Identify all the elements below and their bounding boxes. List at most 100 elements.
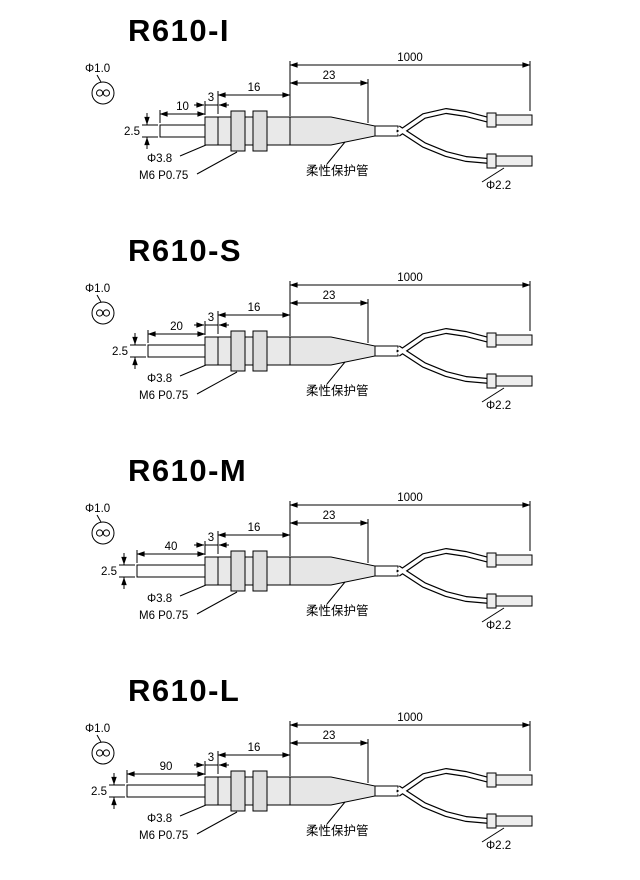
fiber-sensor-drawing: Φ1.0 1000 23 16 3	[85, 52, 533, 192]
leader-line	[179, 584, 207, 597]
fiber-core-diameter-label: Φ1.0	[85, 723, 110, 735]
cable-sheath	[374, 345, 399, 357]
dimension-label-1000: 1000	[397, 712, 423, 724]
fiber-core-right-circle	[102, 309, 111, 317]
fiber-core-left-circle	[96, 89, 104, 97]
flexible-protection-tube	[289, 336, 376, 366]
leader-line	[326, 141, 346, 165]
threaded-sensor-body	[204, 776, 291, 806]
dimension-label-16: 16	[248, 302, 261, 314]
lower-fiber-cable	[396, 125, 490, 164]
hex-nut	[230, 330, 246, 372]
fiber-core-right-circle	[102, 89, 111, 97]
thread-spec-label: M6 P0.75	[139, 610, 188, 622]
upper-ferrule-crimp	[486, 552, 497, 568]
variant-block: R610-S Φ1.0 1000 23	[0, 220, 640, 440]
sensor-tip-rod	[147, 344, 206, 358]
leader-line	[96, 514, 102, 523]
leader-line	[481, 387, 505, 403]
dimension-label-23: 23	[323, 290, 336, 302]
flexible-tube-label: 柔性保护管	[306, 823, 369, 838]
model-title: R610-S	[128, 233, 243, 268]
leader-line	[96, 294, 102, 303]
sensor-tip-rod	[126, 784, 206, 798]
lower-ferrule-crimp	[486, 593, 497, 609]
dimension-label-tip-length: 40	[165, 541, 178, 553]
dimension-label-tip-length: 20	[170, 321, 183, 333]
flexible-tube-label: 柔性保护管	[306, 603, 369, 618]
lower-fiber-cable	[396, 785, 490, 824]
lower-ferrule	[495, 375, 533, 387]
body-diameter-label: Φ3.8	[147, 153, 172, 165]
hex-nut	[230, 550, 246, 592]
fiber-sensor-drawing: Φ1.0 1000 23 16 3	[85, 272, 533, 412]
lower-fiber-cable	[396, 345, 490, 384]
cable-sheath	[374, 785, 399, 797]
leader-line	[179, 144, 207, 157]
upper-ferrule-crimp	[486, 772, 497, 788]
thread-spec-label: M6 P0.75	[139, 170, 188, 182]
cable-sheath	[374, 565, 399, 577]
sensor-tip-rod	[159, 124, 206, 138]
hex-nut	[252, 330, 268, 372]
lower-ferrule	[495, 595, 533, 607]
upper-ferrule	[495, 774, 533, 786]
body-diameter-label: Φ3.8	[147, 373, 172, 385]
cable-diameter-label: Φ2.2	[486, 620, 511, 632]
flexible-protection-tube	[289, 556, 376, 586]
fiber-core-left-circle	[96, 529, 104, 537]
dimension-label-23: 23	[323, 70, 336, 82]
flexible-tube-label: 柔性保护管	[306, 163, 369, 178]
lower-fiber-cable-core	[397, 346, 490, 383]
fiber-core-right-circle	[102, 749, 111, 757]
model-title: R610-M	[128, 453, 248, 488]
thread-spec-label: M6 P0.75	[139, 830, 188, 842]
variant-block: R610-M Φ1.0 1000 23	[0, 440, 640, 660]
dimension-label-3: 3	[208, 312, 214, 324]
upper-fiber-cable-core	[396, 109, 490, 136]
dimension-label-2-5: 2.5	[124, 126, 140, 138]
dimension-label-16: 16	[248, 742, 261, 754]
model-title: R610-L	[128, 673, 241, 708]
dimension-label-tip-length: 90	[160, 761, 173, 773]
leader-line	[196, 151, 238, 175]
fiber-core-left-circle	[96, 749, 104, 757]
cable-diameter-label: Φ2.2	[486, 400, 511, 412]
leader-line	[326, 361, 346, 385]
flexible-protection-tube	[289, 776, 376, 806]
hex-nut	[230, 110, 246, 152]
lower-ferrule	[495, 815, 533, 827]
lower-ferrule-crimp	[486, 373, 497, 389]
leader-line	[326, 581, 346, 605]
upper-ferrule	[495, 114, 533, 126]
cable-sheath	[374, 125, 399, 137]
leader-line	[179, 804, 207, 817]
leader-line	[326, 801, 346, 825]
lower-fiber-cable	[396, 565, 490, 604]
cable-diameter-label: Φ2.2	[486, 840, 511, 852]
hex-nut	[252, 110, 268, 152]
fiber-core-right-circle	[102, 529, 111, 537]
upper-fiber-cable-core	[396, 329, 490, 356]
hex-nut	[230, 770, 246, 812]
dimension-label-1000: 1000	[397, 52, 423, 64]
leader-line	[481, 167, 505, 183]
fiber-core-diameter-label: Φ1.0	[85, 63, 110, 75]
dimension-label-16: 16	[248, 82, 261, 94]
flexible-tube-label: 柔性保护管	[306, 383, 369, 398]
lower-ferrule-crimp	[486, 153, 497, 169]
leader-line	[196, 591, 238, 615]
hex-nut	[252, 770, 268, 812]
lower-ferrule	[495, 155, 533, 167]
fiber-sensor-drawing: Φ1.0 1000 23 16 3	[85, 712, 533, 852]
upper-fiber-cable-core	[396, 549, 490, 576]
dimension-label-tip-length: 10	[176, 101, 189, 113]
dimension-label-2-5: 2.5	[91, 786, 107, 798]
leader-line	[196, 371, 238, 395]
leader-line	[96, 734, 102, 743]
dimension-label-3: 3	[208, 532, 214, 544]
upper-ferrule	[495, 554, 533, 566]
thread-spec-label: M6 P0.75	[139, 390, 188, 402]
upper-ferrule-crimp	[486, 112, 497, 128]
